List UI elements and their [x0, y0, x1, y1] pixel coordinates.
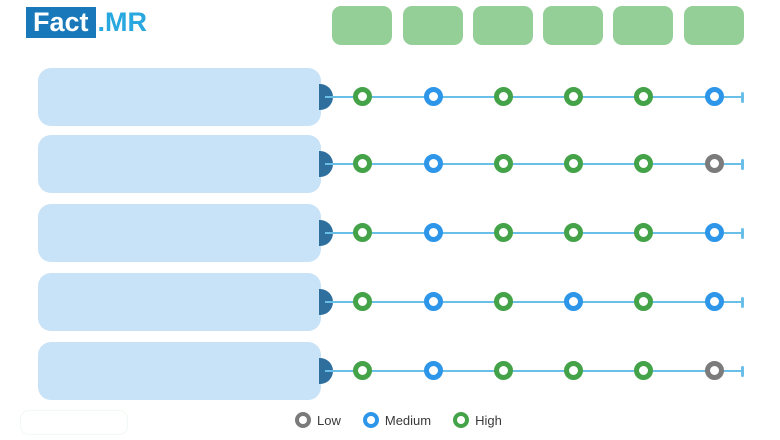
dot-high	[353, 154, 372, 173]
logo-mr-text: .MR	[97, 7, 148, 37]
legend-item-medium: Medium	[362, 412, 432, 428]
end-tick	[741, 297, 744, 308]
logo: Fact .MR	[26, 7, 147, 38]
timeline	[325, 232, 744, 234]
matrix-row	[0, 204, 780, 262]
legend-low-icon	[295, 412, 311, 428]
dot-high	[564, 154, 583, 173]
end-tick	[741, 92, 744, 103]
dot-low	[705, 361, 724, 380]
timeline	[325, 370, 744, 372]
dot-medium	[705, 223, 724, 242]
column-header-box	[403, 6, 463, 45]
dot-high	[353, 292, 372, 311]
column-header-box	[543, 6, 603, 45]
dot-high	[634, 361, 653, 380]
legend-high-icon	[453, 412, 470, 428]
dot-high	[564, 361, 583, 380]
legend: Low Medium High	[295, 412, 502, 428]
dot-high	[494, 361, 513, 380]
matrix-row	[0, 68, 780, 126]
dot-medium	[424, 361, 443, 380]
row-label-box	[38, 135, 321, 193]
dot-medium	[424, 87, 443, 106]
end-tick	[741, 366, 744, 377]
dot-high	[353, 361, 372, 380]
faint-artifact-box	[20, 410, 128, 435]
timeline	[325, 96, 744, 98]
dot-high	[494, 223, 513, 242]
end-tick	[741, 159, 744, 170]
dot-medium	[424, 292, 443, 311]
dot-high	[564, 87, 583, 106]
legend-label: Medium	[384, 412, 432, 428]
legend-item-low: Low	[295, 412, 341, 428]
logo-fact-text: Fact	[26, 7, 96, 38]
dot-low	[705, 154, 724, 173]
column-header-box	[473, 6, 533, 45]
timeline	[325, 301, 744, 303]
legend-medium-icon	[362, 412, 379, 428]
matrix-row	[0, 342, 780, 400]
timeline	[325, 163, 744, 165]
row-label-box	[38, 68, 321, 126]
column-header-box	[332, 6, 392, 45]
dot-medium	[424, 223, 443, 242]
dot-high	[494, 87, 513, 106]
dot-medium	[705, 87, 724, 106]
end-tick	[741, 228, 744, 239]
dot-high	[353, 87, 372, 106]
dot-high	[353, 223, 372, 242]
dot-high	[634, 223, 653, 242]
dot-medium	[705, 292, 724, 311]
legend-item-high: High	[453, 412, 502, 428]
dot-high	[634, 87, 653, 106]
dot-high	[634, 292, 653, 311]
row-label-box	[38, 273, 321, 331]
dot-high	[564, 223, 583, 242]
row-label-box	[38, 204, 321, 262]
dot-medium	[564, 292, 583, 311]
legend-label: High	[475, 412, 502, 428]
column-header-box	[613, 6, 673, 45]
dot-high	[634, 154, 653, 173]
matrix-row	[0, 135, 780, 193]
legend-label: Low	[317, 412, 341, 428]
matrix-row	[0, 273, 780, 331]
dot-high	[494, 154, 513, 173]
row-label-box	[38, 342, 321, 400]
dot-medium	[424, 154, 443, 173]
column-header-box	[684, 6, 744, 45]
dot-high	[494, 292, 513, 311]
